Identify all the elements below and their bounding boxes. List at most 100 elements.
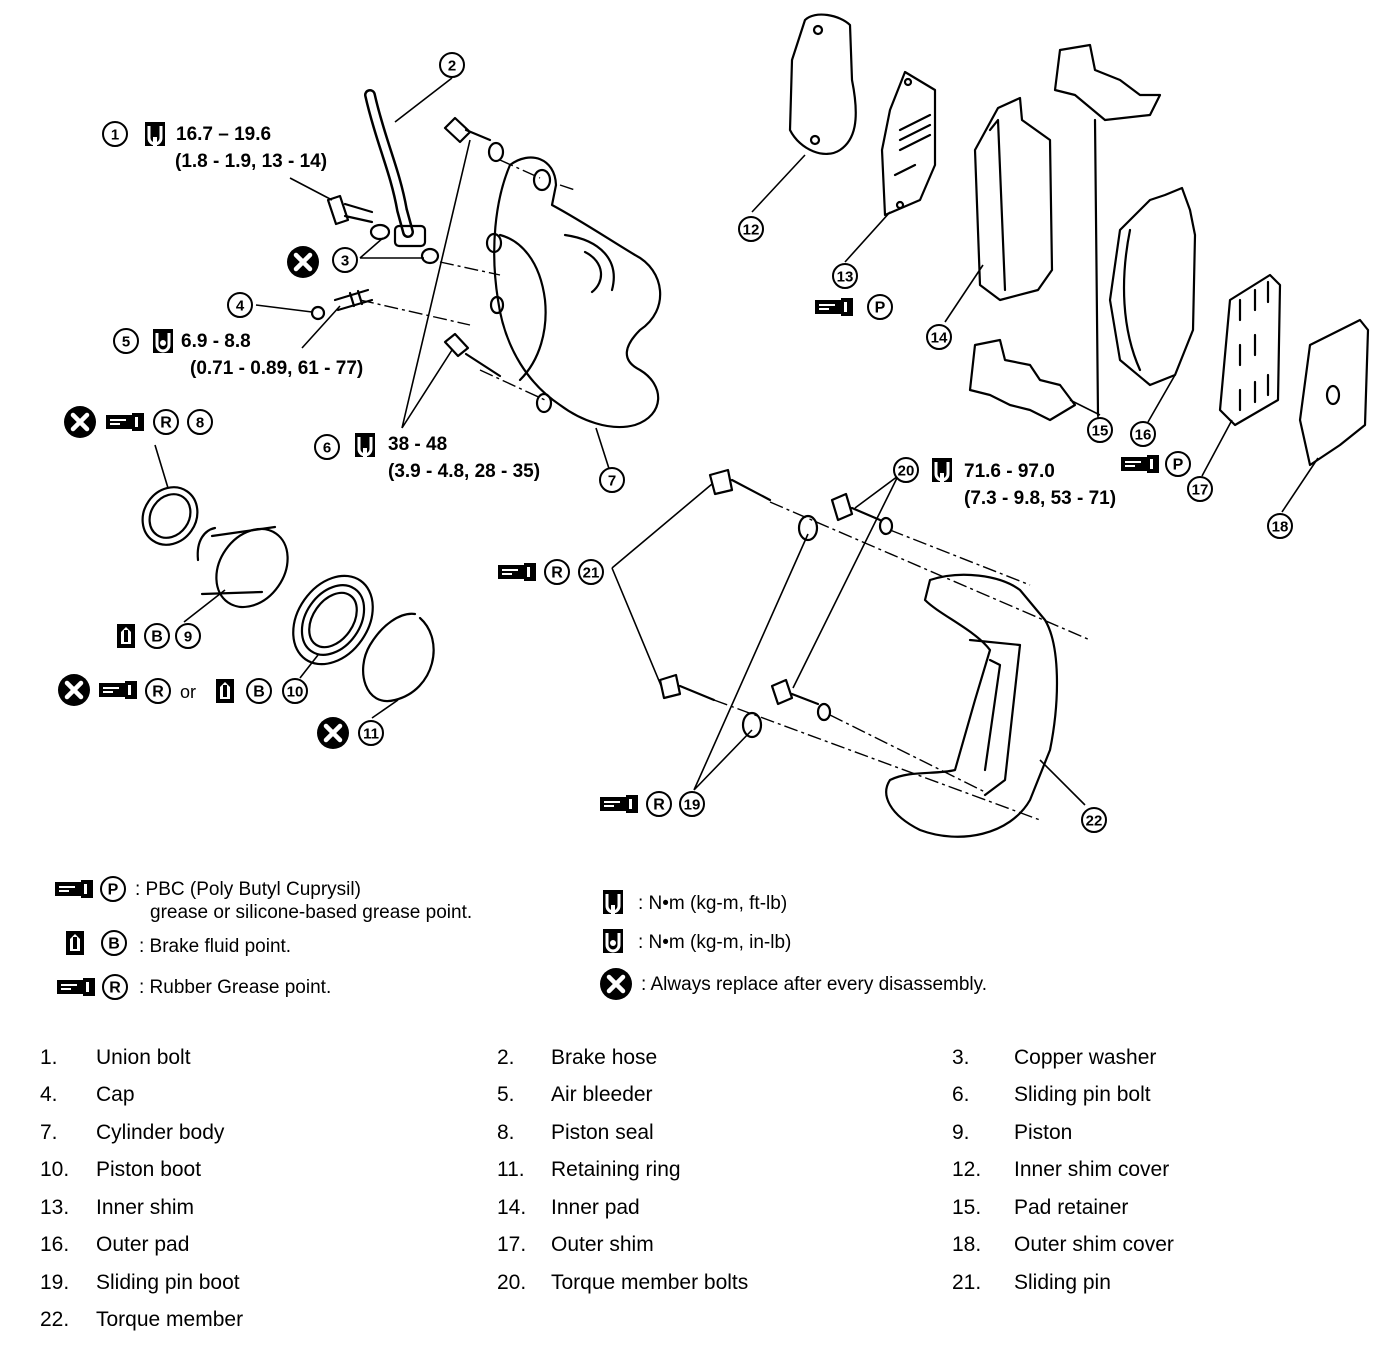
part-name: Outer shim: [551, 1233, 654, 1256]
part-name: Piston boot: [96, 1158, 202, 1181]
callout-14: 14: [931, 330, 948, 347]
pad-retainer-shape: [1053, 43, 1162, 122]
inner-shim-shape: [880, 70, 937, 217]
replace-x-icon: [58, 674, 90, 706]
grease-icon: [814, 297, 854, 317]
legend: P : PBC (Poly Butyl Cuprysil) grease or …: [54, 876, 987, 1000]
torque-wrench-icon: [353, 431, 377, 459]
torque-member-shape: [885, 573, 1059, 838]
outer-shim-cover-shape: [1298, 318, 1370, 467]
part-number: 3.: [952, 1046, 970, 1069]
part-number: 4.: [40, 1083, 58, 1106]
rubber-grease-letter: R: [109, 980, 121, 997]
pbc-letter: P: [1173, 457, 1184, 474]
replace-x-icon: [64, 406, 96, 438]
piston-seal-shape: [141, 486, 199, 546]
brake-fluid-letter: B: [253, 684, 265, 701]
callout-22: 22: [1086, 813, 1103, 830]
legend-pbc-line2: grease or silicone-based grease point.: [150, 902, 472, 923]
callout-20-units: (7.3 - 9.8, 53 - 71): [964, 488, 1116, 509]
part-number: 20.: [497, 1271, 527, 1294]
part-number: 14.: [497, 1196, 527, 1219]
callout-7: 7: [608, 473, 616, 490]
grease-icon: [98, 680, 138, 700]
callout-10: 10: [287, 684, 304, 701]
part-name: Sliding pin boot: [96, 1271, 240, 1294]
part-number: 21.: [952, 1271, 982, 1294]
brake-fluid-letter: B: [108, 936, 120, 953]
torque-wrench-inlb-icon: [151, 327, 175, 355]
callout-20-torque: 71.6 - 97.0: [964, 461, 1055, 482]
part-number: 6.: [952, 1083, 970, 1106]
part-number: 5.: [497, 1083, 515, 1106]
part-name: Cap: [96, 1083, 135, 1106]
inner-pad-shape: [973, 96, 1054, 302]
pbc-letter: P: [875, 300, 886, 317]
legend-always-replace: : Always replace after every disassembly…: [641, 974, 987, 995]
callout-6-torque: 38 - 48: [388, 434, 447, 455]
grease-icon: [1120, 454, 1160, 474]
brake-fluid-icon: [66, 931, 84, 955]
callout-18: 18: [1272, 519, 1289, 536]
legend-pbc-line1: : PBC (Poly Butyl Cuprysil): [135, 879, 361, 900]
legend-torque-inlb: : N•m (kg-m, in-lb): [638, 932, 791, 953]
grease-icon: [599, 794, 639, 814]
part-number: 1.: [40, 1046, 58, 1069]
replace-x-icon: [600, 968, 632, 1000]
callout-1: 1: [111, 127, 119, 144]
part-number: 15.: [952, 1196, 982, 1219]
inner-shim-cover-shape: [788, 13, 857, 155]
torque-wrench-icon: [601, 888, 625, 916]
brake-fluid-icon: [216, 679, 234, 703]
callout-1-torque: 16.7 – 19.6: [176, 124, 271, 145]
part-number: 8.: [497, 1121, 515, 1144]
grease-icon: [56, 977, 96, 997]
part-number: 18.: [952, 1233, 982, 1256]
part-name: Copper washer: [1014, 1046, 1157, 1069]
callout-5-torque: 6.9 - 8.8: [181, 331, 251, 352]
torque-wrench-inlb-icon: [601, 927, 625, 955]
part-number: 10.: [40, 1158, 70, 1181]
callout-6-units: (3.9 - 4.8, 28 - 35): [388, 461, 540, 482]
grease-icon: [497, 562, 537, 582]
piston-boot-shape: [292, 574, 374, 666]
part-number: 7.: [40, 1121, 58, 1144]
callout-3: 3: [341, 253, 349, 270]
callout-5: 5: [122, 334, 130, 351]
part-name: Retaining ring: [551, 1158, 681, 1181]
rubber-grease-letter: R: [551, 565, 563, 582]
callout-21: 21: [583, 565, 600, 582]
grease-icon: [54, 879, 94, 899]
part-name: Piston seal: [551, 1121, 654, 1144]
callout-8: 8: [196, 415, 204, 432]
pbc-letter: P: [108, 882, 119, 899]
part-name: Inner pad: [551, 1196, 640, 1219]
part-name: Cylinder body: [96, 1121, 225, 1144]
or-text: or: [180, 682, 196, 702]
torque-wrench-icon: [930, 456, 954, 484]
part-number: 16.: [40, 1233, 70, 1256]
part-name: Piston: [1014, 1121, 1073, 1144]
callout-11: 11: [363, 726, 379, 743]
callout-19: 19: [684, 797, 701, 814]
part-name: Sliding pin bolt: [1014, 1083, 1151, 1106]
part-number: 19.: [40, 1271, 70, 1294]
callout-4: 4: [236, 298, 245, 315]
outer-shim-shape: [1218, 273, 1282, 427]
brake-fluid-letter: B: [151, 629, 163, 646]
part-number: 13.: [40, 1196, 70, 1219]
part-number: 2.: [497, 1046, 515, 1069]
retaining-ring-shape: [362, 612, 435, 703]
legend-torque-ftlb: : N•m (kg-m, ft-lb): [638, 893, 787, 914]
piston-shape: [196, 525, 289, 609]
part-number: 17.: [497, 1233, 527, 1256]
callout-12: 12: [743, 222, 760, 239]
callout-1-units: (1.8 - 1.9, 13 - 14): [175, 151, 327, 172]
part-name: Torque member: [96, 1308, 244, 1331]
callout-20: 20: [898, 463, 915, 480]
rubber-grease-letter: R: [653, 797, 665, 814]
callout-9: 9: [184, 629, 192, 646]
exploded-brake-diagram: 1 16.7 – 19.6 (1.8 - 1.9, 13 - 14) 2 3 4…: [54, 13, 1370, 1040]
cylinder-body-shape: [493, 156, 662, 429]
part-name: Brake hose: [551, 1046, 658, 1069]
